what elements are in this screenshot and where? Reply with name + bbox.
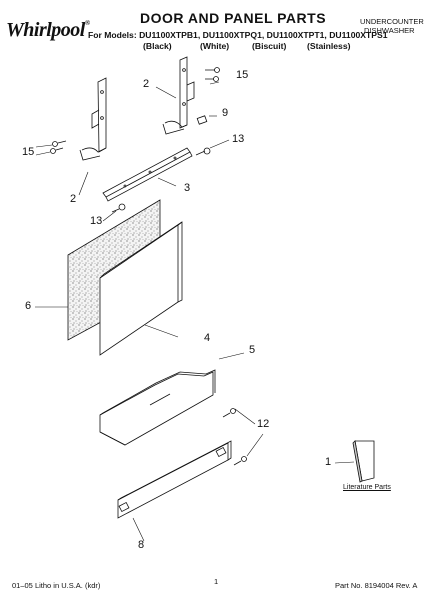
literature-parts-label: Literature Parts — [343, 484, 391, 491]
product-type-line2: DISHWASHER — [364, 26, 415, 35]
color-label-black: (Black) — [143, 41, 172, 51]
callout-15-right: 15 — [236, 69, 249, 81]
left-door-bracket — [79, 77, 107, 161]
footer-litho: 01–05 Litho in U.S.A. (kdr) — [12, 581, 101, 590]
callout-2-right: 2 — [143, 78, 150, 90]
color-label-white: (White) — [200, 41, 230, 51]
color-label-stainless: (Stainless) — [307, 41, 351, 51]
literature-booklet — [352, 440, 375, 483]
toe-panel — [117, 440, 232, 519]
model-list: For Models: DU1100XTPB1, DU1100XTPQ1, DU… — [88, 30, 388, 40]
callout-6: 6 — [25, 300, 32, 312]
brand-logo-text: Whirlpool — [6, 19, 85, 41]
page-number: 1 — [214, 577, 219, 586]
right-door-bracket — [162, 56, 195, 135]
callout-2-left: 2 — [70, 193, 77, 205]
callout-4: 4 — [204, 332, 211, 344]
part-number: Part No. 8194004 Rev. A — [335, 581, 418, 590]
clip — [196, 115, 208, 125]
color-label-biscuit: (Biscuit) — [252, 41, 287, 51]
screw-15-left — [50, 140, 67, 154]
brand-logo: Whirlpool® — [6, 19, 90, 41]
product-type-line1: UNDERCOUNTER — [360, 17, 424, 26]
screw-13-lower — [111, 203, 126, 213]
callout-15-left: 15 — [22, 146, 35, 158]
screw-13-upper — [195, 147, 211, 156]
callout-3: 3 — [184, 182, 191, 194]
callout-13-upper: 13 — [232, 133, 245, 145]
callout-9: 9 — [222, 107, 229, 119]
callout-13-lower: 13 — [90, 215, 103, 227]
screw-15-right — [205, 67, 220, 82]
outer-door-panel — [99, 221, 183, 356]
toe-panel-bracket — [99, 369, 216, 446]
callout-8: 8 — [138, 539, 145, 551]
callout-1: 1 — [325, 456, 332, 468]
screw-12 — [222, 408, 247, 466]
page-title: DOOR AND PANEL PARTS — [140, 10, 327, 26]
callout-5: 5 — [249, 344, 256, 356]
door-rail-bracket — [102, 147, 193, 202]
callout-12: 12 — [257, 418, 270, 430]
leader-lines — [35, 81, 355, 542]
